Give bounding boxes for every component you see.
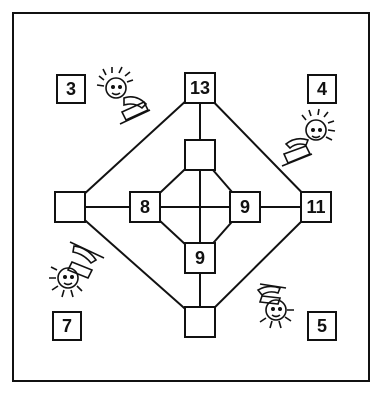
node-value: 9 (195, 248, 205, 269)
corner-box-bottom-right: 5 (307, 311, 337, 341)
corner-number: 4 (317, 79, 327, 100)
node-value: 8 (140, 197, 150, 218)
node-value: 9 (240, 197, 250, 218)
outer-node-left (54, 191, 86, 223)
corner-number: 7 (62, 316, 72, 337)
outer-node-bottom (184, 306, 216, 338)
inner-node-right: 9 (229, 191, 261, 223)
corner-box-top-right: 4 (307, 74, 337, 104)
child-with-phone-icon (44, 240, 110, 302)
corner-number: 5 (317, 316, 327, 337)
inner-node-top (184, 139, 216, 171)
outer-node-top: 13 (184, 72, 216, 104)
child-with-phone-icon (254, 280, 310, 338)
corner-box-top-left: 3 (56, 74, 86, 104)
node-value: 13 (190, 78, 210, 99)
outer-node-right: 11 (300, 191, 332, 223)
inner-node-left: 8 (129, 191, 161, 223)
child-with-phone-icon (278, 108, 340, 174)
child-with-phone-icon (94, 66, 154, 130)
corner-number: 3 (66, 79, 76, 100)
corner-box-bottom-left: 7 (52, 311, 82, 341)
node-value: 11 (306, 197, 325, 218)
inner-node-bottom: 9 (184, 242, 216, 274)
